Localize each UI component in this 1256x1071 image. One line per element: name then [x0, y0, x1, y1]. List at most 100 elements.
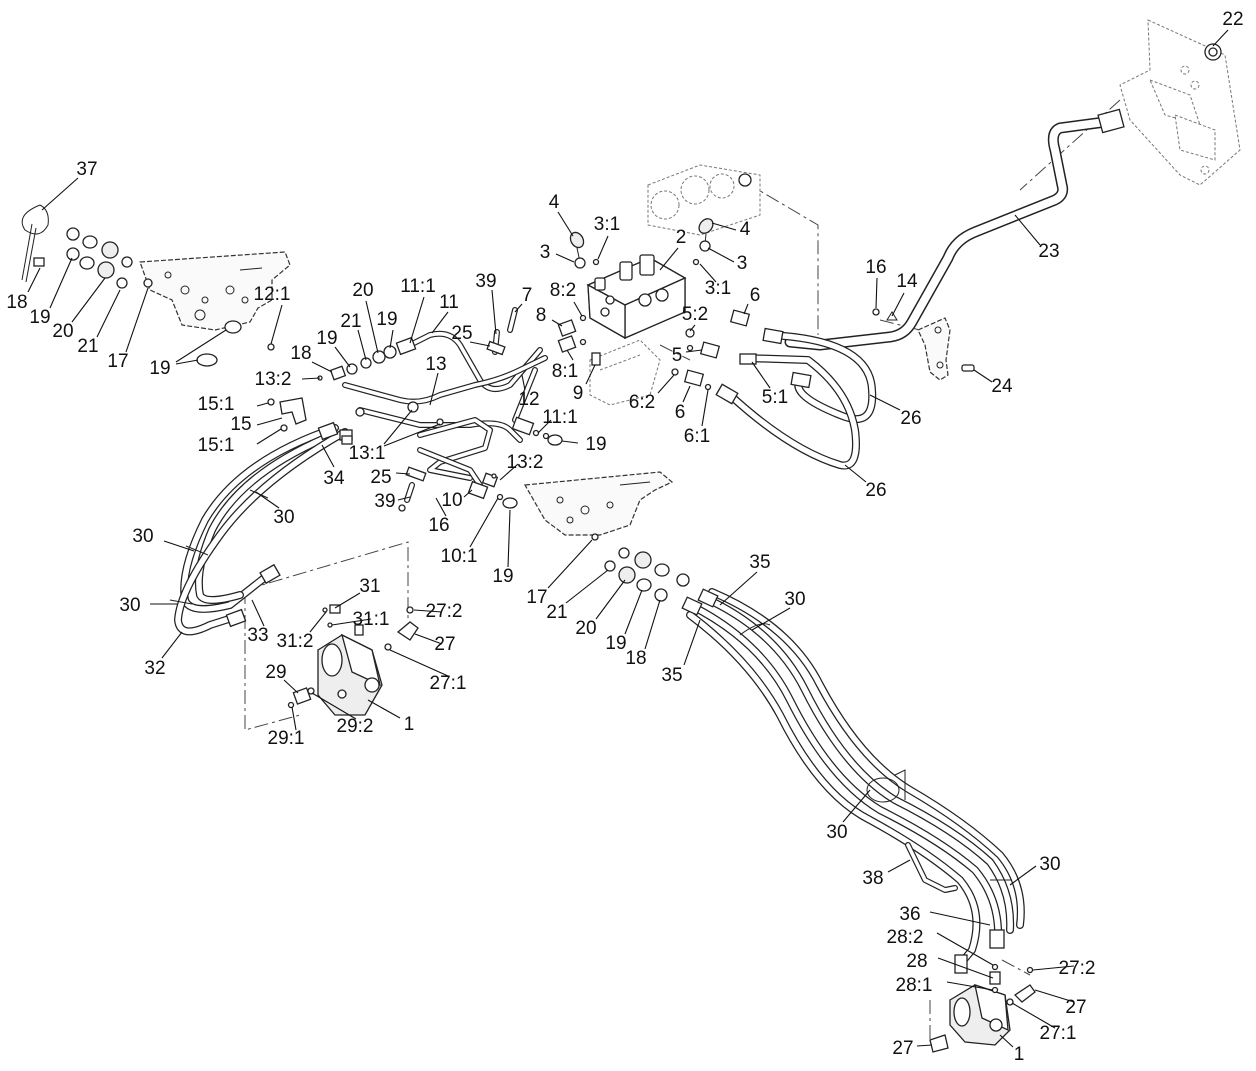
callout-label: 19 [605, 633, 626, 654]
callout-label: 27:2 [1059, 958, 1096, 979]
callout-label: 31 [359, 576, 380, 597]
rod-38 [905, 842, 958, 893]
callout-label: 15:1 [198, 435, 235, 456]
callout-label: 32 [144, 658, 165, 679]
callout-label: 3:1 [705, 278, 731, 299]
callout-label: 13:1 [349, 443, 386, 464]
callout-label: 27:1 [1040, 1023, 1077, 1044]
callout-label: 19 [585, 434, 606, 455]
callout-label: 29 [265, 662, 286, 683]
small-right-bracket [917, 317, 951, 381]
callout-label: 23 [1038, 241, 1059, 262]
callout-label: 3 [540, 242, 551, 263]
callout-label: 3:1 [594, 214, 620, 235]
callout-label: 28:1 [896, 975, 933, 996]
callout-label: 37 [76, 159, 97, 180]
callout-label: 27:1 [430, 673, 467, 694]
callout-label: 13:2 [507, 452, 544, 473]
callout-label: 4 [740, 219, 751, 240]
ghost-valve-bracket [589, 339, 661, 406]
callout-label: 18 [6, 292, 27, 313]
callout-label: 21 [77, 336, 98, 357]
callout-label: 28:2 [887, 927, 924, 948]
leader-lines [27, 29, 1229, 1048]
callout-label: 21 [340, 311, 361, 332]
callout-label: 12 [518, 389, 539, 410]
callout-label: 1 [404, 714, 415, 735]
callout-label: 6:1 [684, 426, 710, 447]
callout-label: 31:1 [353, 609, 390, 630]
callout-label: 11:1 [400, 276, 436, 297]
callout-label: 25 [451, 323, 472, 344]
hoses-26 [715, 327, 877, 470]
callout-label: 30 [826, 822, 847, 843]
callout-label: 19 [376, 309, 397, 330]
hoses-32-33-34 [169, 421, 353, 636]
valve-block-2 [586, 254, 687, 340]
ghost-chassis-top-right [1119, 19, 1241, 186]
callout-label: 36 [899, 904, 920, 925]
callout-label: 12:1 [254, 284, 291, 305]
callout-label: 16 [865, 257, 886, 278]
callout-label: 15 [230, 414, 251, 435]
callout-label: 14 [896, 271, 918, 292]
callout-label: 19 [29, 307, 50, 328]
callout-label: 22 [1222, 9, 1243, 30]
callout-label: 24 [991, 376, 1013, 397]
callout-label: 9 [573, 383, 584, 404]
callout-label: 19 [149, 358, 170, 379]
middle-bracket-plate [524, 471, 674, 536]
callout-label: 11:1 [542, 407, 578, 428]
callout-label: 13:2 [255, 369, 292, 390]
callout-label: 34 [323, 468, 345, 489]
left-washer-stack [21, 204, 242, 367]
callout-label: 19 [316, 328, 337, 349]
callout-label: 13 [425, 354, 446, 375]
callout-label: 17 [107, 351, 128, 372]
callout-label: 18 [625, 648, 646, 669]
callout-label: 39 [475, 271, 496, 292]
callout-label: 30 [784, 589, 805, 610]
callout-label: 10 [441, 490, 462, 511]
callout-label: 35 [661, 665, 682, 686]
callout-label: 17 [526, 587, 547, 608]
callout-label: 33 [247, 625, 268, 646]
tube-23 [784, 43, 1222, 351]
callout-label: 35 [749, 552, 770, 573]
callout-label: 28 [906, 951, 927, 972]
callout-label: 21 [546, 602, 567, 623]
middle-washer-stack [591, 533, 690, 602]
callout-label: 8:1 [552, 361, 578, 382]
callout-label: 4 [549, 192, 560, 213]
callout-label: 8:2 [550, 280, 576, 301]
callout-label: 30 [132, 526, 153, 547]
callout-label: 29:1 [268, 728, 305, 749]
callout-label: 27 [1065, 997, 1086, 1018]
callout-label: 10:1 [441, 546, 478, 567]
callout-label: 20 [52, 321, 73, 342]
callout-label: 27 [892, 1038, 913, 1059]
callout-label: 15:1 [198, 394, 235, 415]
callout-label: 6:2 [629, 392, 655, 413]
callout-label: 5:1 [762, 387, 788, 408]
callout-label: 18 [290, 343, 311, 364]
callout-label: 27:2 [426, 601, 463, 622]
callout-label: 19 [492, 566, 513, 587]
hoses-35-36 [681, 588, 1025, 974]
callout-label: 30 [273, 507, 294, 528]
callout-label: 29:2 [337, 716, 374, 737]
left-pump-1 [287, 604, 419, 716]
callout-label: 20 [575, 618, 596, 639]
callout-label: 30 [1039, 854, 1060, 875]
callout-label: 1 [1014, 1044, 1025, 1065]
callout-label: 39 [374, 491, 395, 512]
callout-label: 26 [900, 408, 921, 429]
ghost-pump-rear [647, 164, 761, 236]
callout-label: 27 [434, 634, 455, 655]
callout-label: 3 [737, 253, 748, 274]
tubes-11-12-13 [342, 330, 548, 488]
callout-label: 2 [676, 227, 687, 248]
